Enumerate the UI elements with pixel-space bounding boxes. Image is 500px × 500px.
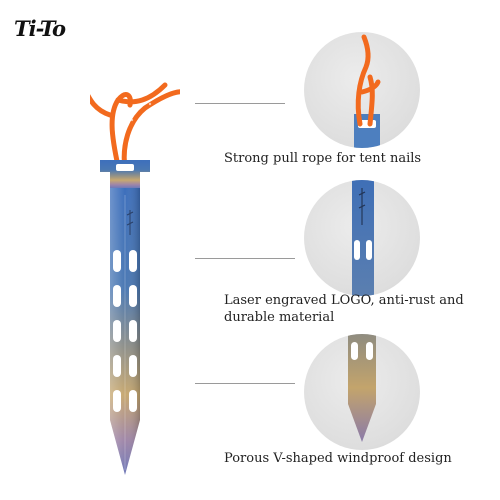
rope-leader-line bbox=[195, 103, 285, 104]
tip-detail-circle bbox=[304, 334, 420, 450]
logo-leader-line bbox=[195, 258, 295, 259]
tip-leader-line bbox=[195, 383, 295, 384]
rope-detail-circle bbox=[304, 32, 420, 148]
brand-logo: Ti-To bbox=[14, 16, 66, 41]
engraved-logo-detail-circle bbox=[304, 180, 420, 296]
tip-caption: Porous V-shaped windproof design bbox=[224, 451, 452, 466]
rope-caption: Strong pull rope for tent nails bbox=[224, 151, 422, 166]
logo-caption: Laser engraved LOGO, anti-rust and durab… bbox=[224, 293, 464, 325]
tent-stake-product-image bbox=[82, 60, 188, 480]
